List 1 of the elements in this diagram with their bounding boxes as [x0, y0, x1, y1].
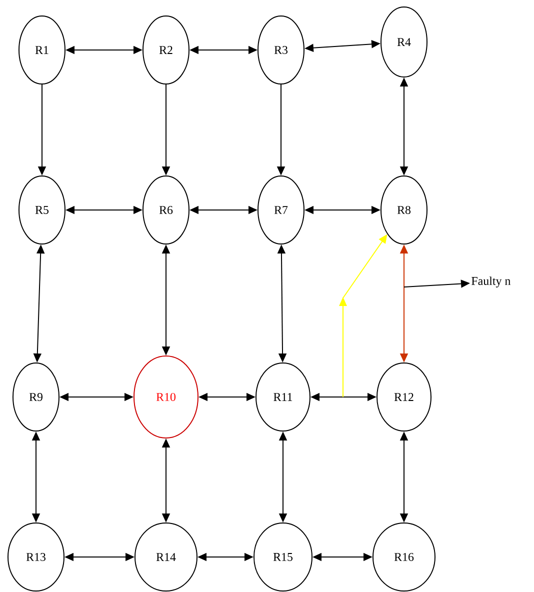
node-label: Faulty n	[472, 276, 511, 288]
